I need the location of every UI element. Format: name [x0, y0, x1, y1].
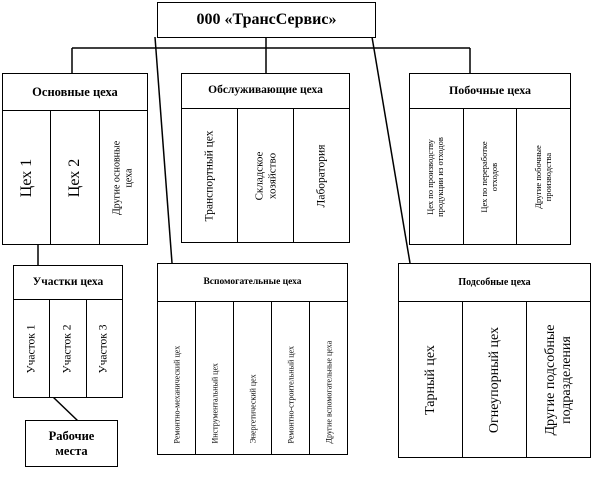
main-item-2: Цех 2: [51, 111, 100, 244]
sections-box: Участки цеха Участок 1 Участок 2 Участок…: [13, 265, 123, 398]
auxiliary-item-4: Ремонтно-строительный цех: [272, 302, 310, 454]
service-workshops-title: Обслуживающие цеха: [182, 74, 349, 109]
auxiliary-item-2: Инструментальный цех: [196, 302, 234, 454]
subsidiary-workshops-box: Подсобные цеха Тарный цех Огнеупорный це…: [398, 263, 591, 458]
auxiliary-item-5: Другие вспомогательные цеха: [324, 340, 333, 444]
company-title: 000 «ТрансСервис»: [196, 10, 337, 28]
main-workshops-title: Основные цеха: [3, 74, 147, 111]
subsidiary-item-2: Огнеупорный цех: [463, 302, 527, 457]
section-item-3: Участок 3: [97, 324, 110, 373]
main-item-1: Цех 1: [3, 111, 52, 244]
section-item-1: Участок 1: [14, 300, 51, 397]
service-item-3: Лаборатория: [314, 144, 327, 207]
service-item-1: Транспортный цех: [182, 109, 238, 242]
auxiliary-workshops-box: Вспомогательные цеха Ремонтно-механическ…: [157, 263, 348, 455]
side-workshops-title: Побочные цеха: [410, 74, 570, 109]
main-workshops-box: Основные цеха Цех 1 Цех 2 Другие основны…: [2, 73, 148, 245]
company-box: 000 «ТрансСервис»: [157, 2, 376, 38]
auxiliary-workshops-title: Вспомогательные цеха: [158, 264, 347, 302]
auxiliary-item-3: Энергетический цех: [234, 302, 272, 454]
sections-title: Участки цеха: [14, 266, 122, 300]
auxiliary-item-1: Ремонтно-механический цех: [158, 302, 196, 454]
subsidiary-item-1: Тарный цех: [399, 302, 463, 457]
service-workshops-box: Обслуживающие цеха Транспортный цех Скла…: [181, 73, 350, 243]
section-item-2: Участок 2: [50, 300, 87, 397]
subsidiary-workshops-title: Подсобные цеха: [399, 264, 590, 302]
